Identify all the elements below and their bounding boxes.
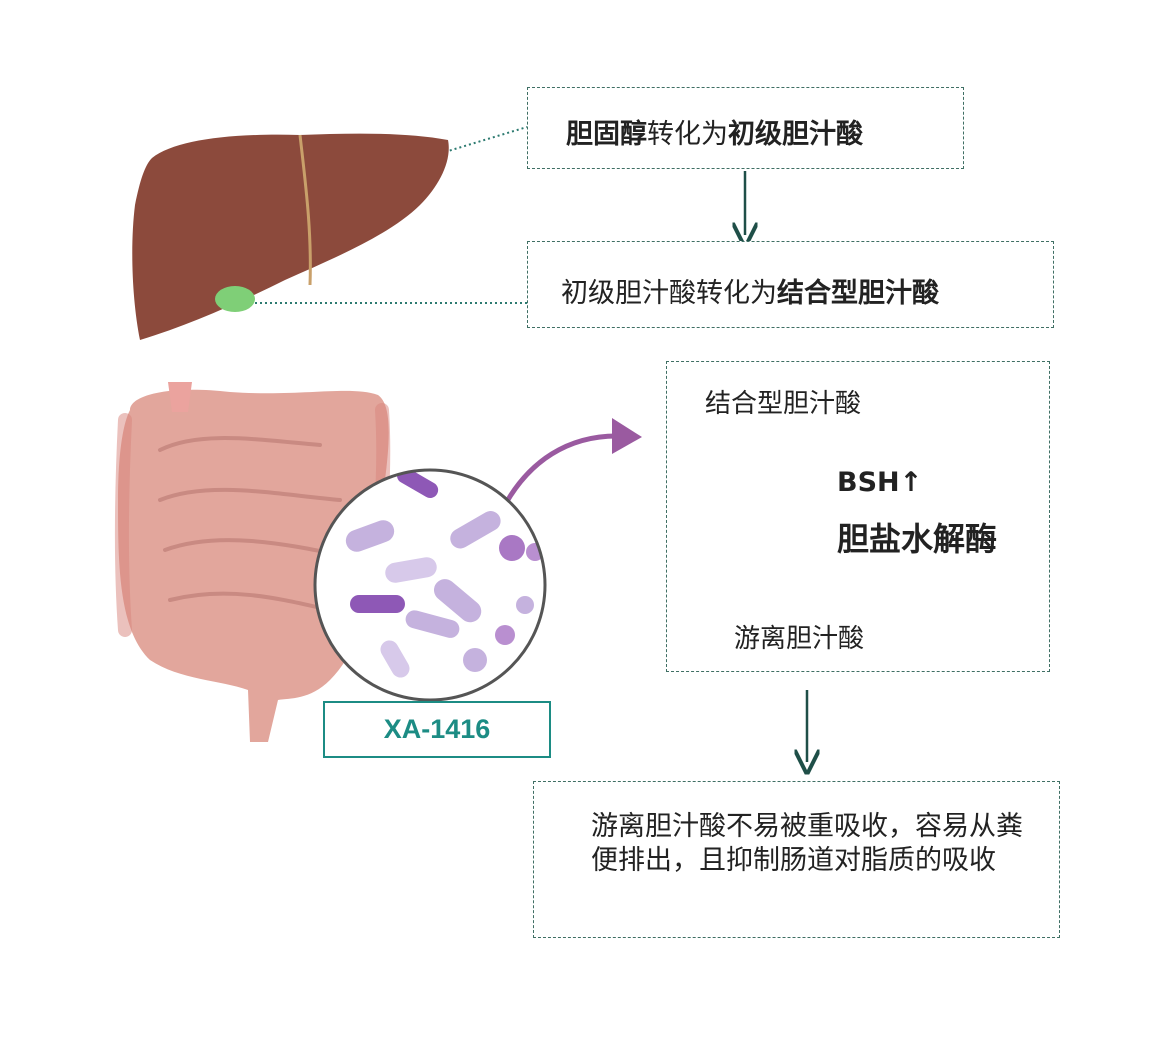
strain-label: XA-1416 (323, 701, 551, 758)
result-box: 游离胆汁酸不易被重吸收，容易从粪便排出，且抑制肠道对脂质的吸收 (533, 781, 1060, 938)
enzyme-name-label: 胆盐水解酶 (837, 520, 998, 558)
result-text: 游离胆汁酸不易被重吸收，容易从粪便排出，且抑制肠道对脂质的吸收 (591, 811, 1023, 876)
cholesterol-term: 胆固醇 (566, 119, 647, 150)
gallbladder-icon (215, 286, 255, 312)
magnifier-bacteria-icon (313, 468, 547, 702)
bsh-label: BSH↑ (837, 467, 923, 498)
primary-conversion-text: 初级胆汁酸转化为 (561, 278, 777, 309)
intestine-process-box: 结合型胆汁酸 BSH↑ 胆盐水解酶 游离胆汁酸 (666, 361, 1050, 672)
gallbladder-process-box: 初级胆汁酸转化为结合型胆汁酸 (527, 241, 1054, 328)
liver-connector (444, 126, 528, 153)
conjugated-bile-acid-label: 结合型胆汁酸 (705, 389, 862, 419)
curved-arrow-head (612, 418, 642, 454)
liver-icon (132, 133, 449, 340)
liver-process-box: 胆固醇转化为初级胆汁酸 (527, 87, 964, 169)
free-bile-acid-label: 游离胆汁酸 (734, 624, 865, 654)
convert-verb: 转化为 (647, 119, 728, 150)
conjugated-bile-acid-term: 结合型胆汁酸 (777, 278, 939, 309)
primary-bile-acid-term: 初级胆汁酸 (728, 119, 863, 150)
gallbladder-process-text: 初级胆汁酸转化为结合型胆汁酸 (561, 271, 939, 310)
liver-process-text: 胆固醇转化为初级胆汁酸 (566, 112, 863, 151)
